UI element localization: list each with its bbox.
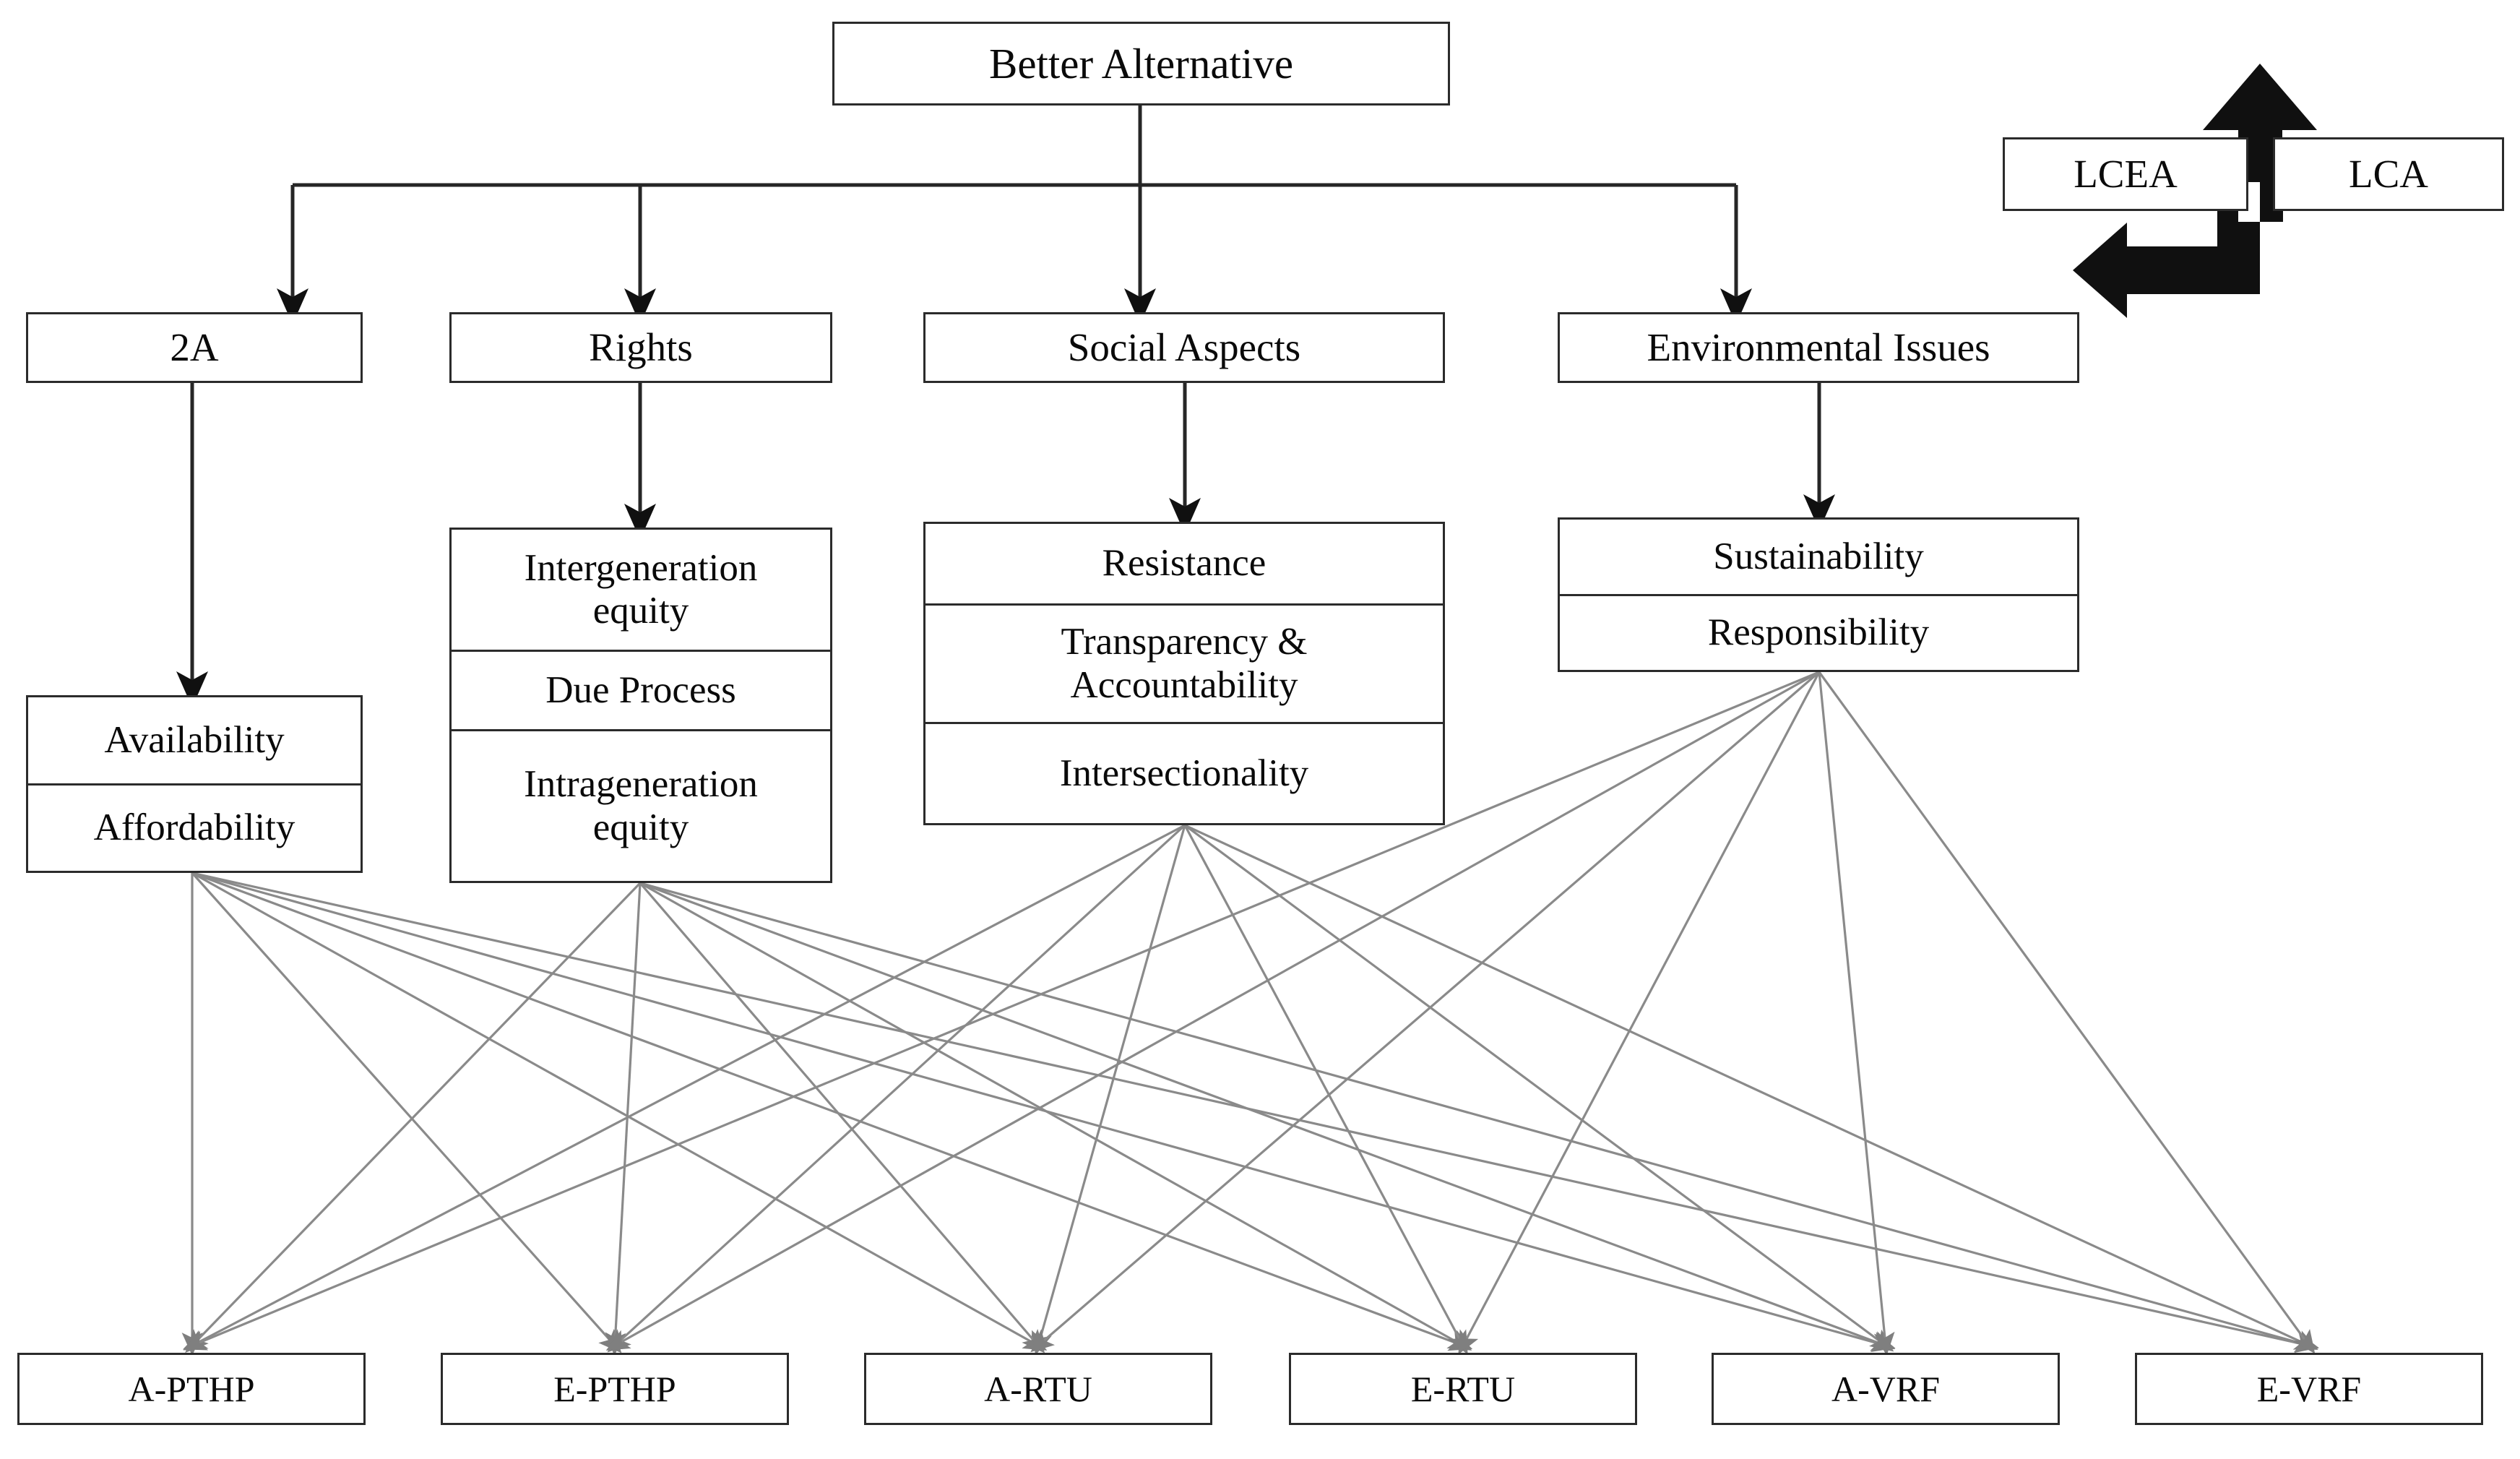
node-environmental-issues[interactable]: Environmental Issues (1558, 312, 2079, 383)
node-cell-intrageneration-equity: Intrageneration equity (452, 729, 830, 881)
node-a-rtu[interactable]: A-RTU (864, 1353, 1212, 1425)
node-label: Social Aspects (1067, 325, 1301, 370)
cross-link-edges (181, 671, 2319, 1356)
cross-link-social-a-vrf (1184, 824, 1894, 1352)
node-lca[interactable]: LCA (2273, 137, 2504, 211)
node-cell-affordability: Affordability (28, 783, 361, 871)
node-cell-due-process: Due Process (452, 650, 830, 729)
cross-link-rights-e-vrf (639, 882, 2319, 1353)
node-cell-availability: Availability (104, 718, 285, 761)
cross-link-social-e-vrf (1184, 824, 2318, 1350)
node-label: E-VRF (2256, 1369, 2362, 1409)
cross-link-rights-a-pthp (185, 882, 642, 1353)
cross-link-social-a-pthp (183, 824, 1186, 1351)
hierarchy-edges (277, 106, 1752, 325)
cross-link-environmental-a-rtu (1030, 671, 1821, 1353)
node-label: A-PTHP (128, 1369, 255, 1409)
cross-link-environmental-e-pthp (605, 671, 1820, 1351)
node-a-pthp[interactable]: A-PTHP (17, 1353, 366, 1425)
node-a-vrf[interactable]: A-VRF (1712, 1353, 2060, 1425)
cross-link-social-a-rtu (1032, 825, 1186, 1356)
node-cell-resistance: Resistance (1102, 542, 1267, 585)
node-better-alternative[interactable]: Better Alternative (832, 22, 1450, 106)
node-label: A-RTU (984, 1369, 1092, 1409)
cross-link-rights-e-rtu (639, 882, 1472, 1351)
node-label: E-RTU (1410, 1369, 1516, 1409)
cross-link-rights-a-rtu (639, 882, 1045, 1353)
node-e-pthp[interactable]: E-PTHP (441, 1353, 789, 1425)
node-environmental-cluster[interactable]: Sustainability Responsibility (1558, 517, 2079, 672)
node-label: LCEA (2074, 152, 2178, 197)
cross-link-availability-e-rtu (191, 871, 1473, 1351)
node-label: E-PTHP (553, 1369, 676, 1409)
node-availability-cluster[interactable]: Availability Affordability (26, 695, 363, 873)
node-label: Better Alternative (988, 39, 1294, 87)
cross-link-rights-e-pthp (605, 882, 642, 1356)
cross-link-rights-a-vrf (639, 882, 1896, 1351)
node-social-cluster[interactable]: Resistance Transparency & Accountability… (923, 522, 1445, 825)
hierarchy-edges-level3 (176, 383, 1835, 708)
cross-link-environmental-a-vrf (1818, 671, 1895, 1356)
cross-link-environmental-e-vrf (1818, 671, 2316, 1354)
cross-link-environmental-a-pthp (182, 671, 1820, 1351)
node-cell-intersectionality: Intersectionality (925, 722, 1443, 823)
node-label: A-VRF (1831, 1369, 1941, 1409)
node-cell-intergeneration-equity: Intergeneration equity (524, 546, 758, 632)
cross-link-availability-e-pthp (191, 871, 622, 1353)
node-2a[interactable]: 2A (26, 312, 363, 383)
cross-link-environmental-e-rtu (1458, 671, 1821, 1355)
node-cell-sustainability: Sustainability (1713, 535, 1924, 577)
node-label: Rights (589, 325, 693, 370)
cross-link-availability-a-rtu (191, 871, 1048, 1351)
node-cell-responsibility: Responsibility (1560, 593, 2077, 671)
node-lcea[interactable]: LCEA (2003, 137, 2248, 211)
node-label: 2A (170, 325, 219, 370)
node-rights[interactable]: Rights (449, 312, 832, 383)
node-label: Environmental Issues (1647, 325, 1990, 370)
cross-link-social-e-rtu (1183, 825, 1468, 1355)
node-rights-cluster[interactable]: Intergeneration equity Due Process Intra… (449, 528, 832, 883)
node-e-rtu[interactable]: E-RTU (1289, 1353, 1637, 1425)
bent-arrow-up-left-icon (2073, 64, 2317, 318)
cross-link-social-e-pthp (607, 824, 1186, 1353)
node-e-vrf[interactable]: E-VRF (2135, 1353, 2483, 1425)
node-cell-transparency-accountability: Transparency & Accountability (925, 603, 1443, 722)
node-label: LCA (2349, 152, 2428, 197)
node-social-aspects[interactable]: Social Aspects (923, 312, 1445, 383)
